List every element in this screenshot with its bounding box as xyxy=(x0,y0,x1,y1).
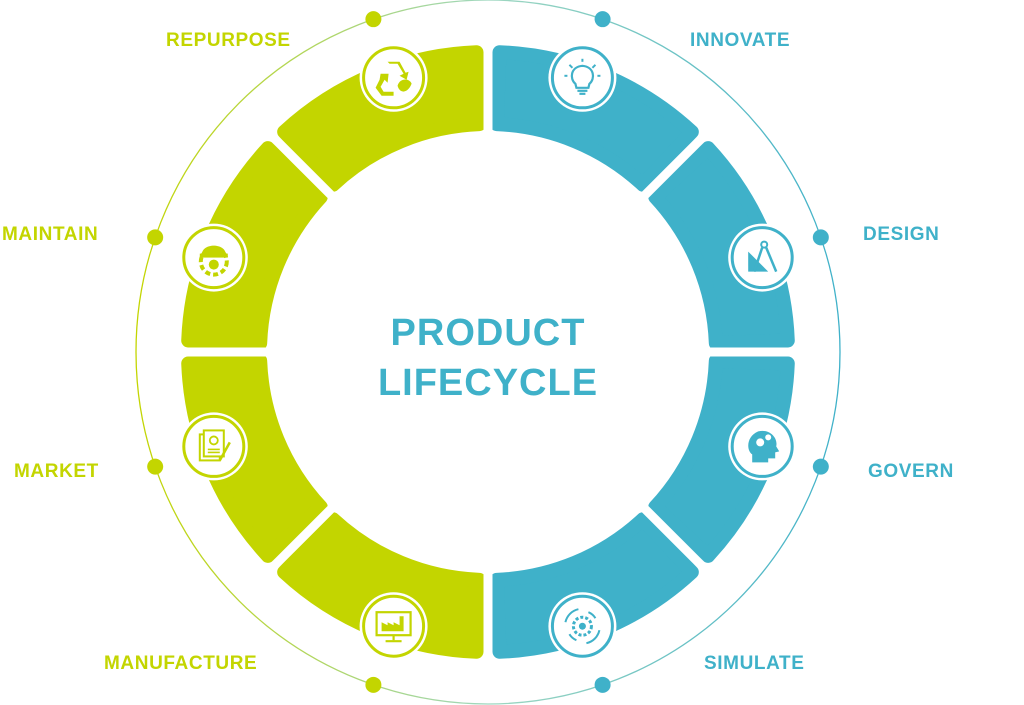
segment-divider xyxy=(264,128,339,203)
drafting-compass-icon-glyph xyxy=(748,240,778,273)
stage-label-simulate: SIMULATE xyxy=(704,653,805,674)
title-line-1: PRODUCT xyxy=(390,312,586,354)
worker-gear-icon-glyph xyxy=(198,245,229,277)
title-line-2: LIFECYCLE xyxy=(377,362,599,404)
gear-simulation-icon xyxy=(548,592,617,661)
page-title: PRODUCT LIFECYCLE xyxy=(338,308,638,408)
ring-dot xyxy=(365,11,382,28)
stage-label-manufacture: MANUFACTURE xyxy=(104,653,258,674)
segment-divider xyxy=(637,128,712,203)
drafting-compass-icon xyxy=(728,223,797,292)
recycle-icon xyxy=(359,43,428,112)
icon-badge xyxy=(550,46,614,110)
segment-repurpose xyxy=(277,45,487,192)
outer-ring xyxy=(135,0,841,705)
worker-gear-icon xyxy=(179,223,248,292)
segment-design xyxy=(648,141,795,351)
icon-badge xyxy=(730,226,794,290)
ring-dots xyxy=(147,11,829,693)
ring-dot xyxy=(812,229,829,246)
head-gears-icon xyxy=(728,412,797,481)
ring-dot xyxy=(365,676,382,693)
documents-idea-icon xyxy=(179,412,248,481)
stage-icons xyxy=(179,43,797,661)
stage-label-innovate: INNOVATE xyxy=(690,30,791,51)
stage-label-market: MARKET xyxy=(14,461,99,482)
stage-label-repurpose: REPURPOSE xyxy=(166,30,291,51)
ring-dot xyxy=(594,676,611,693)
segment-divider xyxy=(264,501,339,576)
stage-label-design: DESIGN xyxy=(863,224,940,245)
segment-market xyxy=(181,353,328,563)
segment-divider xyxy=(637,501,712,576)
lightbulb-icon xyxy=(548,43,617,112)
ring-dot xyxy=(594,11,611,28)
segment-simulate xyxy=(489,512,699,659)
recycle-icon-glyph xyxy=(375,61,412,96)
head-gears-icon-glyph xyxy=(748,430,780,463)
documents-idea-icon-glyph xyxy=(198,429,231,462)
icon-badge xyxy=(362,46,426,110)
ring-dot xyxy=(147,458,164,475)
stage-label-govern: GOVERN xyxy=(868,461,954,482)
gear-simulation-icon-glyph xyxy=(564,608,601,645)
stage-label-maintain: MAINTAIN xyxy=(2,224,99,245)
ring-dot xyxy=(812,458,829,475)
lightbulb-icon-glyph xyxy=(564,58,601,95)
factory-monitor-icon xyxy=(359,592,428,661)
factory-monitor-icon-glyph xyxy=(375,611,412,643)
ring-dot xyxy=(147,229,164,246)
